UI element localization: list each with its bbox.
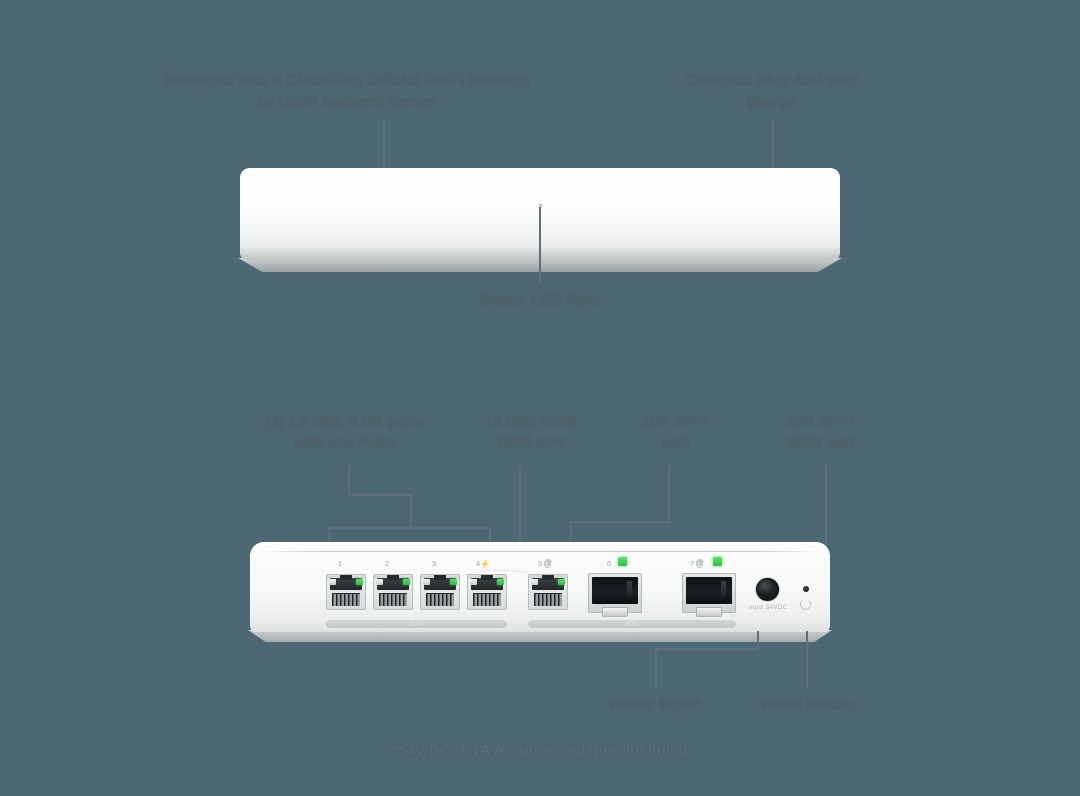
port-shell	[532, 578, 564, 590]
leader-line-management	[383, 120, 385, 168]
leader-line-power-input	[655, 648, 657, 688]
port-led-right	[558, 579, 565, 585]
port-led-right	[356, 579, 363, 585]
leader-line-reset-button	[806, 631, 808, 688]
port-number-5: 5	[538, 559, 553, 568]
port-clip	[387, 575, 399, 580]
port-pins	[473, 593, 501, 606]
port-led-right	[403, 579, 410, 585]
leader-jog-rj45	[348, 494, 411, 496]
port-led-left	[329, 579, 336, 585]
port-led-left	[531, 579, 538, 585]
callout-sfp-port: 10G SFP+ port	[641, 414, 711, 451]
power-input-label: Input 54VDC	[748, 604, 788, 611]
poe-lightning-bolt-icon: ⚡	[480, 559, 491, 569]
callout-status-led: Status LED light	[478, 292, 600, 309]
sfp-port-7-led	[713, 557, 722, 566]
callout-wan-rj45: 10 GbE RJ45 WAN port	[485, 414, 576, 451]
status-led-indicator	[539, 204, 542, 207]
leader-line-rj45-ports	[348, 465, 350, 495]
port-number-3: 3	[432, 559, 437, 568]
footnote-power-adapter: *54V DC, 1.1A AC power adapter included	[392, 742, 688, 759]
rj45-port-4-poe[interactable]	[467, 574, 507, 610]
wan-ring-icon-port7	[695, 559, 705, 568]
port-clip	[481, 575, 493, 580]
port-shell	[377, 578, 409, 590]
leader-bracket-rj45-horizontal	[328, 527, 490, 529]
callout-reset-button: Reset button	[762, 697, 853, 713]
callout-management: Managed with a CloudKey, Official UniFi …	[164, 72, 532, 111]
sfp-tab	[602, 607, 628, 617]
port-number-6: 6	[607, 559, 612, 568]
leader-line-status-led	[539, 207, 541, 285]
rj45-port-5-wan[interactable]	[528, 574, 568, 610]
callout-design: Compact plug-and-play design	[684, 72, 860, 111]
port-led-right	[450, 579, 457, 585]
leader-jog-power-input	[655, 648, 758, 650]
rj45-port-2[interactable]	[373, 574, 413, 610]
callout-sfp-wan-port: 10G SFP+ WAN port	[786, 414, 856, 451]
rj45-port-1[interactable]	[326, 574, 366, 610]
port-led-left	[376, 579, 383, 585]
rear-device-base	[248, 630, 832, 642]
port-led-left	[470, 579, 477, 585]
speed-strip-2-5g: 2.5G	[326, 620, 507, 628]
callout-rj45-ports: (4) 2.5 GbE RJ45 ports with one PoE+	[266, 414, 424, 451]
leader-line-sfp-wan-port	[825, 465, 827, 556]
device-seam-line	[258, 551, 822, 552]
port-pins	[379, 593, 407, 606]
port-led-right	[497, 579, 504, 585]
leader-line-sfp-port	[668, 465, 670, 522]
sfp-port-6[interactable]	[588, 573, 642, 617]
sfp-tab	[696, 607, 722, 617]
port-pins	[426, 593, 454, 606]
wan-ring-icon-port5	[543, 559, 553, 568]
port-clip	[542, 575, 554, 580]
sfp-port-6-led	[618, 557, 627, 566]
leader-stem-rj45-mid	[410, 494, 412, 528]
port-shell	[424, 578, 456, 590]
device-curve-detail	[458, 570, 542, 580]
speed-strip-10g: 10G	[528, 620, 736, 628]
leader-jog-sfp-port	[570, 521, 669, 523]
reset-power-ring-icon	[800, 599, 811, 610]
port-shell	[330, 578, 362, 590]
sfp-port-7-wan[interactable]	[682, 573, 736, 617]
sfp-cavity	[686, 577, 732, 604]
reset-button-pinhole[interactable]	[803, 586, 809, 592]
port-5-number-text: 5	[538, 559, 543, 568]
port-led-left	[423, 579, 430, 585]
power-input-jack[interactable]	[756, 578, 779, 601]
rear-device-body: 1 2 3 4⚡ 5 6 7	[250, 542, 830, 632]
port-4-number-text: 4	[476, 559, 481, 568]
rear-device-view: 1 2 3 4⚡ 5 6 7	[250, 542, 830, 632]
port-pins	[332, 593, 360, 606]
port-clip	[340, 575, 352, 580]
port-7-number-text: 7	[690, 559, 695, 568]
port-number-7: 7	[690, 559, 705, 568]
port-clip	[434, 575, 446, 580]
sfp-cavity	[592, 577, 638, 604]
port-number-1: 1	[338, 559, 343, 568]
leader-stem-power-input	[757, 631, 759, 648]
leader-line-design	[772, 118, 774, 168]
rj45-port-3[interactable]	[420, 574, 460, 610]
port-shell	[471, 578, 503, 590]
port-number-2: 2	[385, 559, 390, 568]
port-pins	[534, 593, 562, 606]
port-number-4: 4⚡	[476, 559, 491, 569]
callout-power-input: Power input*	[609, 697, 701, 713]
leader-line-wan-rj45	[519, 465, 521, 575]
